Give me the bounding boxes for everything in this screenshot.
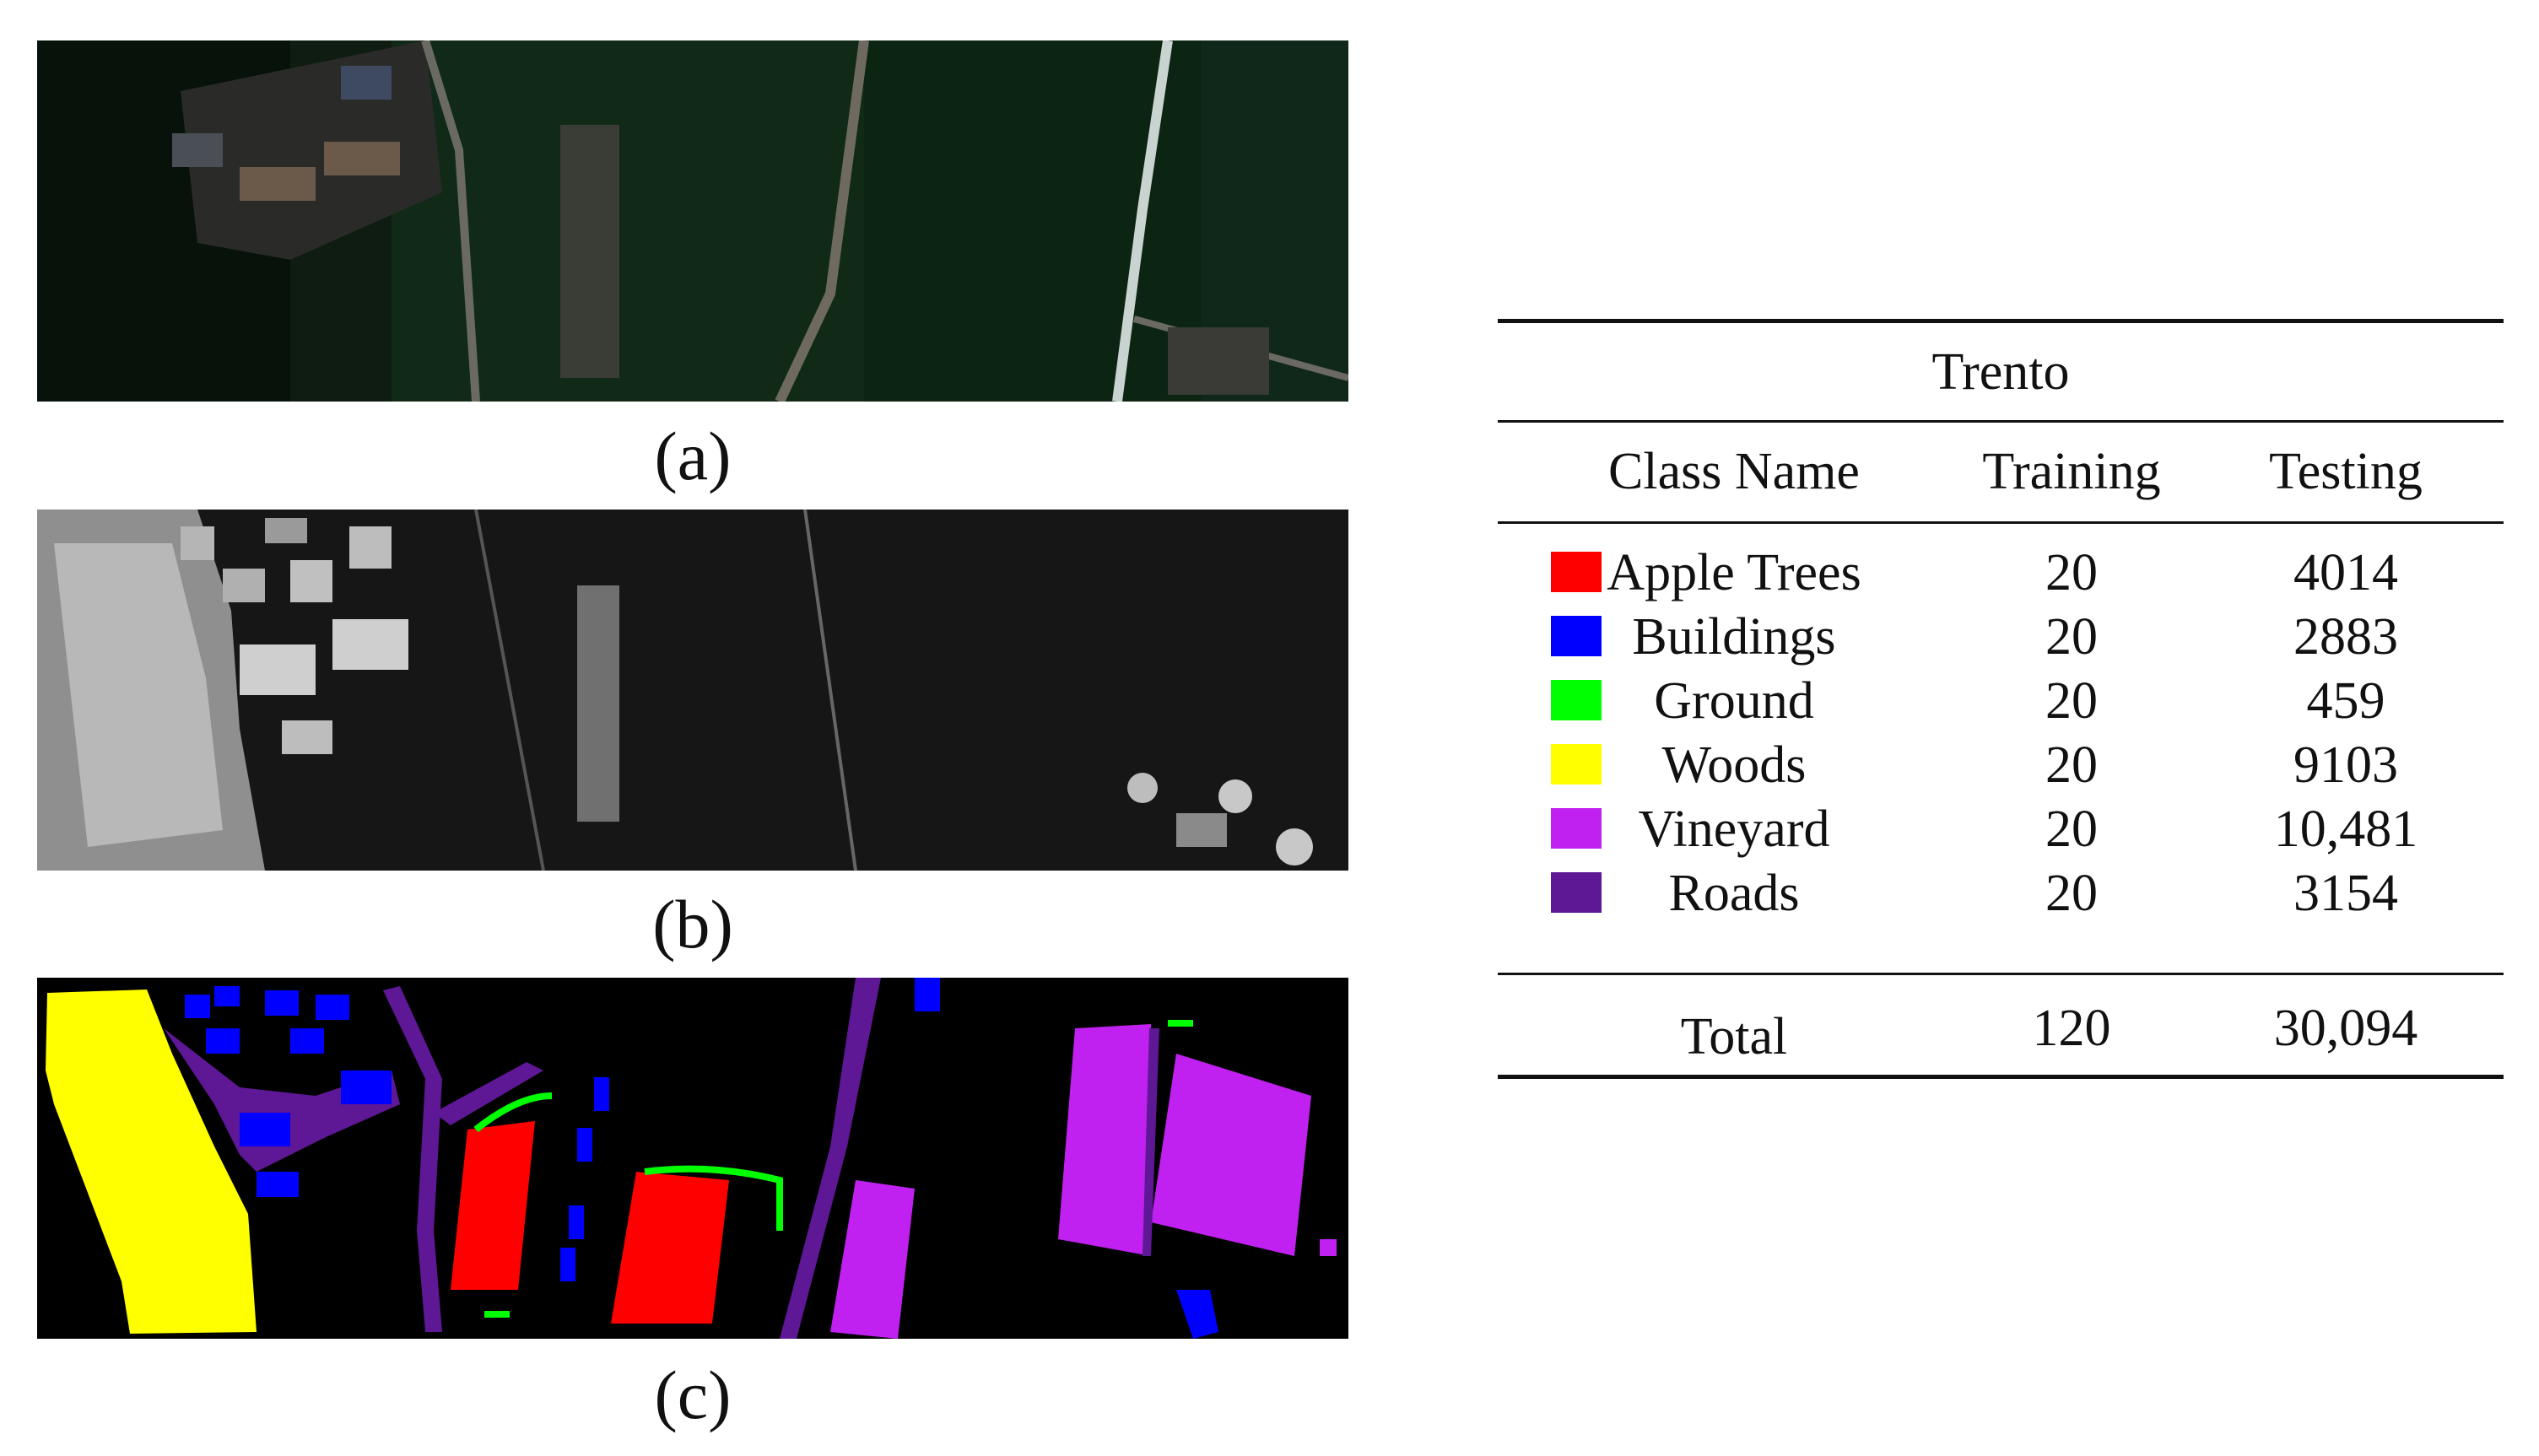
rgb-image-panel	[37, 40, 1348, 402]
header-training: Training	[1982, 443, 2161, 500]
table-title: Trento	[1931, 343, 2070, 401]
testing-count-cell: 2883	[2293, 608, 2398, 666]
testing-count-cell: 4014	[2293, 544, 2398, 601]
training-count-cell: 20	[2045, 865, 2098, 922]
class-name-cell: Woods	[1661, 736, 1807, 794]
training-count-cell: 20	[2045, 608, 2098, 666]
class-name-cell: Apple Trees	[1607, 544, 1861, 601]
panel-c-caption: (c)	[654, 1356, 732, 1433]
header-rule	[1498, 521, 2504, 524]
class-name-cell: Buildings	[1632, 608, 1836, 666]
total-training: 120	[2032, 1000, 2111, 1057]
class-name-cell: Ground	[1654, 672, 1814, 730]
class-name-cell: Vineyard	[1638, 801, 1830, 858]
testing-count-cell: 3154	[2293, 865, 2398, 922]
testing-count-cell: 9103	[2293, 736, 2398, 794]
header-testing: Testing	[2269, 443, 2423, 500]
class-color-swatch	[1551, 808, 1602, 849]
training-count-cell: 20	[2045, 544, 2098, 601]
total-label: Total	[1680, 1008, 1788, 1065]
training-count-cell: 20	[2045, 801, 2098, 858]
trento-dataset-table: Trento Class Name Training Testing Apple…	[1498, 319, 2504, 1079]
bottom-rule	[1498, 1075, 2504, 1079]
lidar-image-panel	[37, 510, 1348, 871]
testing-count-cell: 459	[2306, 672, 2385, 730]
total-rule	[1498, 973, 2504, 975]
panel-a-caption: (a)	[654, 418, 732, 494]
class-color-swatch	[1551, 680, 1602, 720]
training-count-cell: 20	[2045, 672, 2098, 730]
testing-count-cell: 10,481	[2273, 801, 2418, 858]
class-color-swatch	[1551, 744, 1602, 785]
panel-b-caption: (b)	[652, 886, 733, 963]
class-name-cell: Roads	[1668, 865, 1800, 922]
class-color-swatch	[1551, 552, 1602, 592]
total-testing: 30,094	[2273, 1000, 2418, 1057]
title-rule	[1498, 420, 2504, 423]
ground-truth-map-panel	[37, 978, 1348, 1339]
class-color-swatch	[1551, 616, 1602, 656]
top-rule	[1498, 319, 2504, 323]
class-color-swatch	[1551, 872, 1602, 913]
training-count-cell: 20	[2045, 736, 2098, 794]
header-class-name: Class Name	[1608, 443, 1860, 500]
